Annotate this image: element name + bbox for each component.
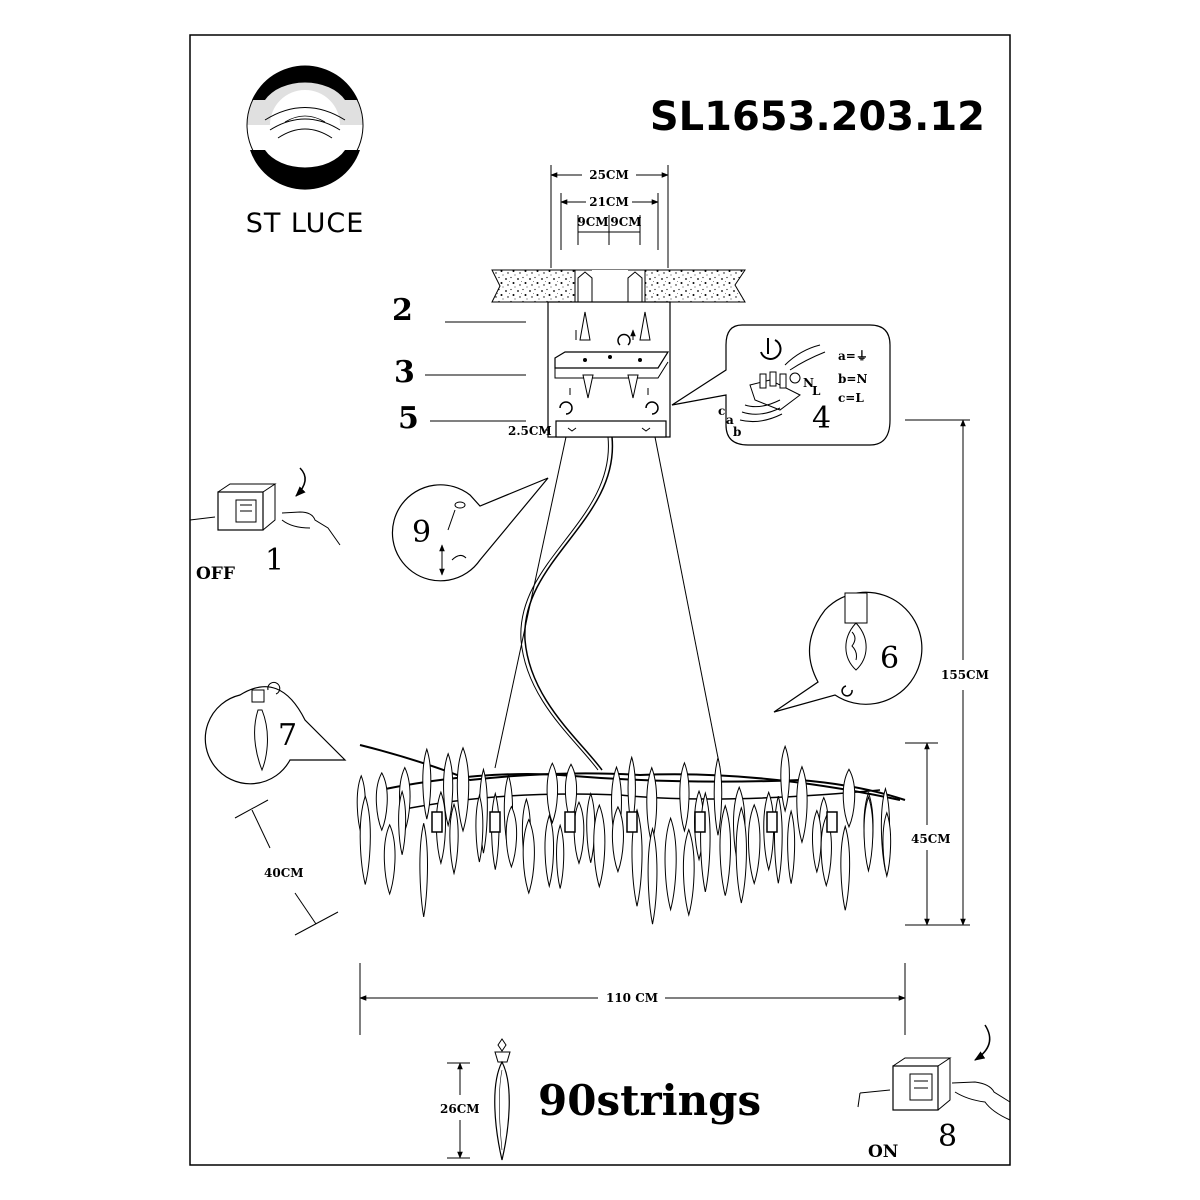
crystal-drop <box>422 747 432 820</box>
crystal-drop <box>398 789 407 855</box>
crystal-drop <box>840 824 851 911</box>
total-height-label: 155CM <box>941 668 989 682</box>
crystal-drop <box>505 805 518 869</box>
crystal-drop <box>719 804 732 896</box>
half-right-label: 9CM <box>610 215 641 229</box>
step-5-label: 5 <box>398 401 419 436</box>
crystal-drop <box>449 802 459 876</box>
crystal-drop <box>812 809 822 874</box>
body-depth-label: 40CM <box>264 866 304 880</box>
crystal-drop <box>796 765 808 844</box>
crystal-length-label: 26CM <box>440 1102 480 1116</box>
lamp-socket <box>626 811 638 833</box>
wall-anchors <box>575 311 651 346</box>
brand-name: ST LUCE <box>246 208 365 239</box>
wire-n-label: N <box>803 376 814 390</box>
crystal-drop <box>682 828 695 917</box>
canopy-dimensions: 25CM 21CM 9CM 9CM <box>550 165 669 268</box>
crystal-drop <box>544 814 555 889</box>
page-border <box>189 34 1011 1166</box>
canopy-box <box>547 301 671 438</box>
body-width-dimension: 110 CM <box>359 963 906 1035</box>
body-width-label: 110 CM <box>606 991 658 1005</box>
step-3-label: 3 <box>394 355 415 390</box>
step-9-label: 9 <box>412 515 431 550</box>
wire-a-label: a <box>726 413 734 427</box>
crystal-drop <box>586 792 596 863</box>
crystal-drop <box>664 816 677 912</box>
crystal-drop <box>679 761 690 833</box>
crystal-drop <box>820 815 832 888</box>
total-height-dimension: 155CM <box>905 419 989 926</box>
crystal-drop <box>522 818 535 895</box>
canopy-depth-label: 2.5CM <box>508 424 552 438</box>
crystal-drop <box>419 823 428 918</box>
switch-on-illustration: ON 8 <box>857 1024 1011 1162</box>
switch-off-label: OFF <box>196 564 235 584</box>
crystal-drop <box>882 811 892 879</box>
half-left-label: 9CM <box>577 215 608 229</box>
crystal-drop <box>611 805 624 874</box>
crystal-drop <box>842 768 856 829</box>
crystal-drop <box>631 808 643 907</box>
ceiling-slab <box>491 269 746 303</box>
canopy-cover: 2.5CM <box>508 420 667 438</box>
crystal-drop <box>359 794 371 885</box>
lamp-socket <box>431 811 443 833</box>
switch-on-label: ON <box>868 1142 898 1162</box>
lamp-socket <box>694 811 706 833</box>
wiring-legend-a: a=⏚ <box>838 349 868 363</box>
step-8-label: 8 <box>938 1119 957 1154</box>
wire-b-label: b <box>733 425 741 439</box>
switch-off-illustration: OFF 1 <box>189 467 341 584</box>
crystal-drop <box>456 746 470 833</box>
model-number: SL1653.203.12 <box>650 94 985 140</box>
crystal-drop <box>556 823 565 889</box>
strings-count: 90strings <box>538 1076 761 1125</box>
crystal-drop <box>443 752 454 828</box>
step-2-label: 2 <box>392 293 413 328</box>
crystal-drop <box>383 823 396 896</box>
chandelier-body <box>356 744 906 925</box>
step-7-label: 7 <box>278 718 297 753</box>
body-depth-dimension: 40CM <box>234 799 339 936</box>
crystal-drop <box>546 762 559 825</box>
canopy-width-label: 25CM <box>589 168 629 182</box>
crystal-drop <box>700 791 711 893</box>
crystal-drop <box>747 803 761 886</box>
step-1-label: 1 <box>265 543 284 578</box>
st-luce-logo: ST LUCE <box>246 65 365 239</box>
crystal-drop <box>475 793 484 863</box>
mounting-bracket <box>554 351 670 415</box>
step-4-label: 4 <box>812 401 831 436</box>
lamp-socket <box>564 811 576 833</box>
crystal-drop <box>593 803 606 889</box>
crystal-drop <box>713 756 723 836</box>
wiring-callout: N L c a b a=⏚ b=N c=L 4 <box>671 324 891 446</box>
step-9-callout: 9 <box>391 477 549 582</box>
body-height-label: 45CM <box>911 832 951 846</box>
step-6-label: 6 <box>880 641 899 676</box>
crystal-drop <box>787 809 796 884</box>
lamp-socket <box>489 811 501 833</box>
wiring-legend-c: c=L <box>838 391 864 405</box>
crystal-drop <box>647 826 658 925</box>
step-7-callout: 7 <box>204 681 347 785</box>
lamp-socket <box>826 811 838 833</box>
crystal-drop <box>735 806 747 904</box>
mount-width-label: 21CM <box>589 195 629 209</box>
step-6-callout: 6 <box>773 591 923 713</box>
crystal-drop <box>375 771 388 832</box>
crystal-detail: 26CM <box>440 1038 511 1161</box>
wire-c-label: c <box>718 404 725 418</box>
suspension-cables <box>494 436 721 771</box>
crystal-drop <box>863 795 874 873</box>
lamp-socket <box>766 811 778 833</box>
body-height-dimension: 45CM <box>905 742 951 926</box>
wire-l-label: L <box>812 384 821 398</box>
wiring-legend-b: b=N <box>838 372 867 386</box>
crystal-drop <box>780 744 790 813</box>
crystal-drop <box>773 796 783 884</box>
